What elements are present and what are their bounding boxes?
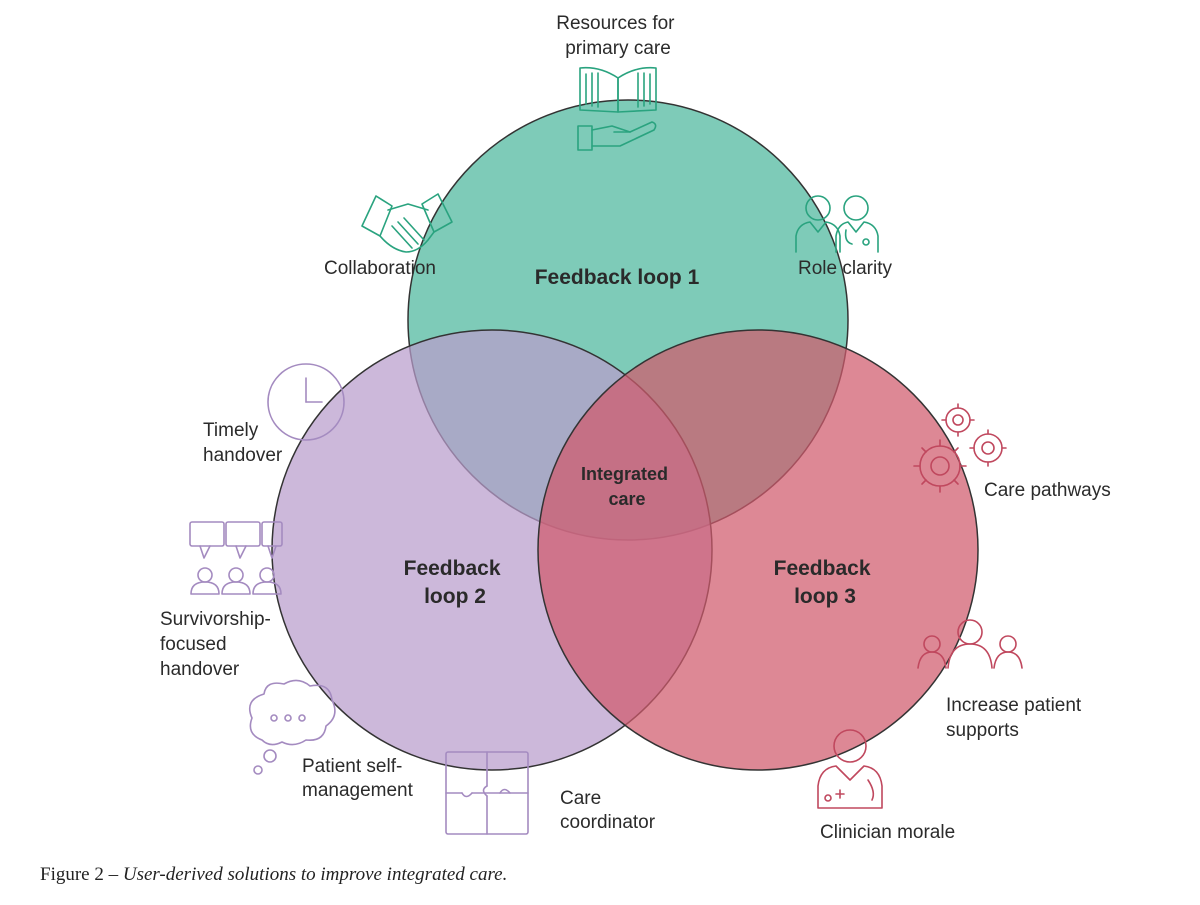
feedback-loop-2-title: Feedback loop 2 bbox=[404, 557, 507, 608]
clinicians-icon bbox=[795, 195, 879, 253]
label-resources-for-primary-care: Resources for primary care bbox=[556, 13, 680, 59]
label-care-coordinator: Care coordinator bbox=[560, 788, 656, 833]
label-survivorship-focused-handover: Survivorship- focused handover bbox=[160, 609, 276, 680]
puzzle-icon bbox=[445, 751, 529, 835]
handshake-icon bbox=[361, 193, 453, 253]
label-clinician-morale: Clinician morale bbox=[820, 822, 955, 843]
caption-text: User-derived solutions to improve integr… bbox=[122, 864, 508, 885]
integrated-care-title: Integrated care bbox=[581, 464, 673, 509]
feedback-loop-3-circle bbox=[537, 329, 979, 771]
feedback-loop-1-title: Feedback loop 1 bbox=[535, 266, 700, 289]
label-increase-patient-supports: Increase patient supports bbox=[946, 695, 1086, 741]
label-patient-self-management: Patient self- management bbox=[302, 756, 414, 801]
figure-caption: Figure 2 – User-derived solutions to imp… bbox=[40, 864, 507, 886]
people-group-icon bbox=[917, 619, 1023, 669]
doctor-icon bbox=[817, 729, 883, 809]
group-discussion-icon bbox=[189, 521, 283, 595]
gears-icon bbox=[913, 403, 1007, 493]
label-care-pathways: Care pathways bbox=[984, 480, 1111, 501]
caption-prefix: Figure 2 – bbox=[40, 864, 123, 885]
thought-bubble-icon bbox=[248, 679, 336, 775]
open-book-hand-icon bbox=[577, 66, 657, 151]
clock-icon bbox=[267, 363, 345, 441]
label-role-clarity: Role clarity bbox=[798, 258, 892, 279]
label-collaboration: Collaboration bbox=[324, 258, 436, 279]
feedback-loop-3-title: Feedback loop 3 bbox=[774, 557, 877, 608]
label-timely-handover: Timely handover bbox=[203, 420, 283, 466]
